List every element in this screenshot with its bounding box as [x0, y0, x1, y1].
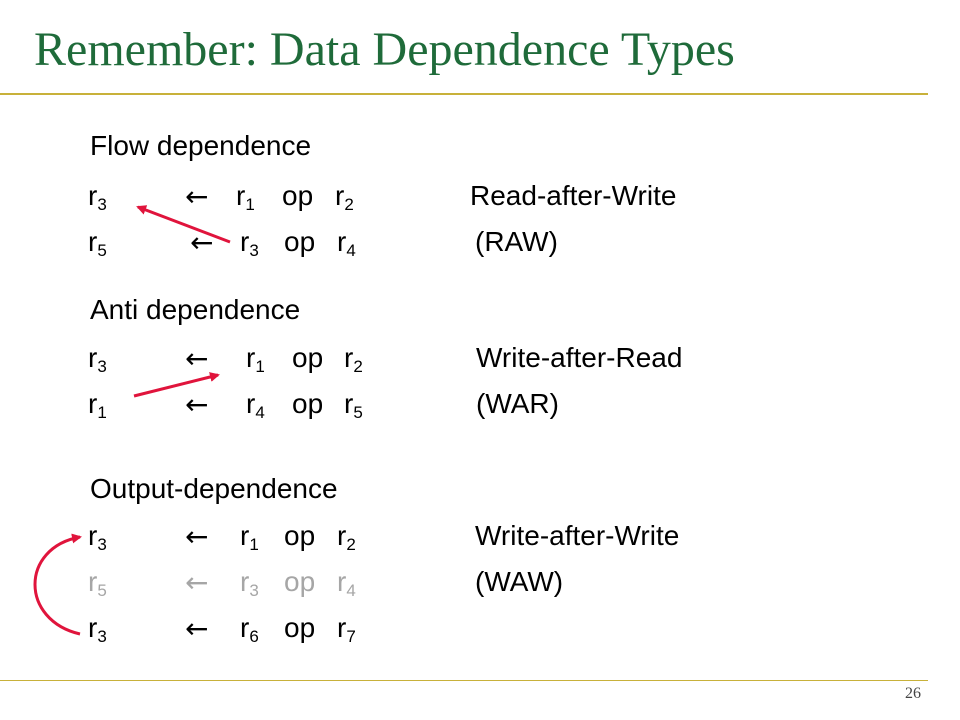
- src2-register: r2: [335, 180, 354, 214]
- op-label: op: [292, 342, 324, 373]
- assign-arrow: ←: [185, 388, 209, 421]
- dest-register: r3: [88, 520, 107, 554]
- war-dependence-arrow: [133, 372, 220, 398]
- raw-dependence-arrow: [136, 205, 231, 244]
- dependence-label: Write-after-Read: [476, 342, 683, 373]
- op-label: op: [284, 566, 316, 597]
- src1-register: r3: [240, 566, 259, 600]
- anti-dependence-heading: Anti dependence: [90, 294, 301, 325]
- title-divider: [0, 93, 928, 95]
- assign-arrow: ←: [185, 566, 209, 599]
- src1-register: r1: [236, 180, 255, 214]
- src1-register: r3: [240, 226, 259, 260]
- dependence-label: (WAR): [476, 388, 559, 419]
- footer-divider: [0, 680, 928, 681]
- dependence-label: Write-after-Write: [475, 520, 680, 551]
- dependence-label: (WAW): [475, 566, 564, 597]
- flow-dependence-heading: Flow dependence: [90, 130, 312, 161]
- dest-register: r3: [88, 612, 107, 646]
- dest-register: r5: [88, 226, 107, 260]
- src2-register: r4: [337, 566, 356, 600]
- dest-register: r1: [88, 388, 107, 422]
- src1-register: r4: [246, 388, 265, 422]
- output-line-2: r5 ← r3 op r4 (WAW): [0, 566, 960, 610]
- src1-register: r6: [240, 612, 259, 646]
- src2-register: r7: [337, 612, 356, 646]
- assign-arrow: ←: [185, 342, 209, 375]
- dependence-label: (RAW): [475, 226, 558, 257]
- src2-register: r2: [344, 342, 363, 376]
- slide-title: Remember: Data Dependence Types: [34, 23, 735, 76]
- op-label: op: [284, 226, 316, 257]
- src2-register: r2: [337, 520, 356, 554]
- assign-arrow: ←: [185, 180, 209, 213]
- op-label: op: [284, 520, 316, 551]
- page-number: 26: [905, 685, 921, 702]
- src1-register: r1: [240, 520, 259, 554]
- op-label: op: [292, 388, 324, 419]
- anti-line-2: r1 ← r4 op r5 (WAR): [0, 388, 960, 432]
- output-line-1: r3 ← r1 op r2 Write-after-Write: [0, 520, 960, 564]
- dest-register: r3: [88, 180, 107, 214]
- output-dependence-heading: Output-dependence: [90, 473, 338, 504]
- op-label: op: [284, 612, 316, 643]
- dest-register: r5: [88, 566, 107, 600]
- src2-register: r4: [337, 226, 356, 260]
- src1-register: r1: [246, 342, 265, 376]
- dependence-label: Read-after-Write: [470, 180, 677, 211]
- src2-register: r5: [344, 388, 363, 422]
- flow-line-1: r3 ← r1 op r2 Read-after-Write: [0, 180, 960, 224]
- output-line-3: r3 ← r6 op r7: [0, 612, 960, 656]
- assign-arrow: ←: [185, 612, 209, 645]
- op-label: op: [282, 180, 314, 211]
- dest-register: r3: [88, 342, 107, 376]
- assign-arrow: ←: [185, 520, 209, 553]
- anti-line-1: r3 ← r1 op r2 Write-after-Read: [0, 342, 960, 386]
- waw-dependence-arrow: [33, 533, 82, 636]
